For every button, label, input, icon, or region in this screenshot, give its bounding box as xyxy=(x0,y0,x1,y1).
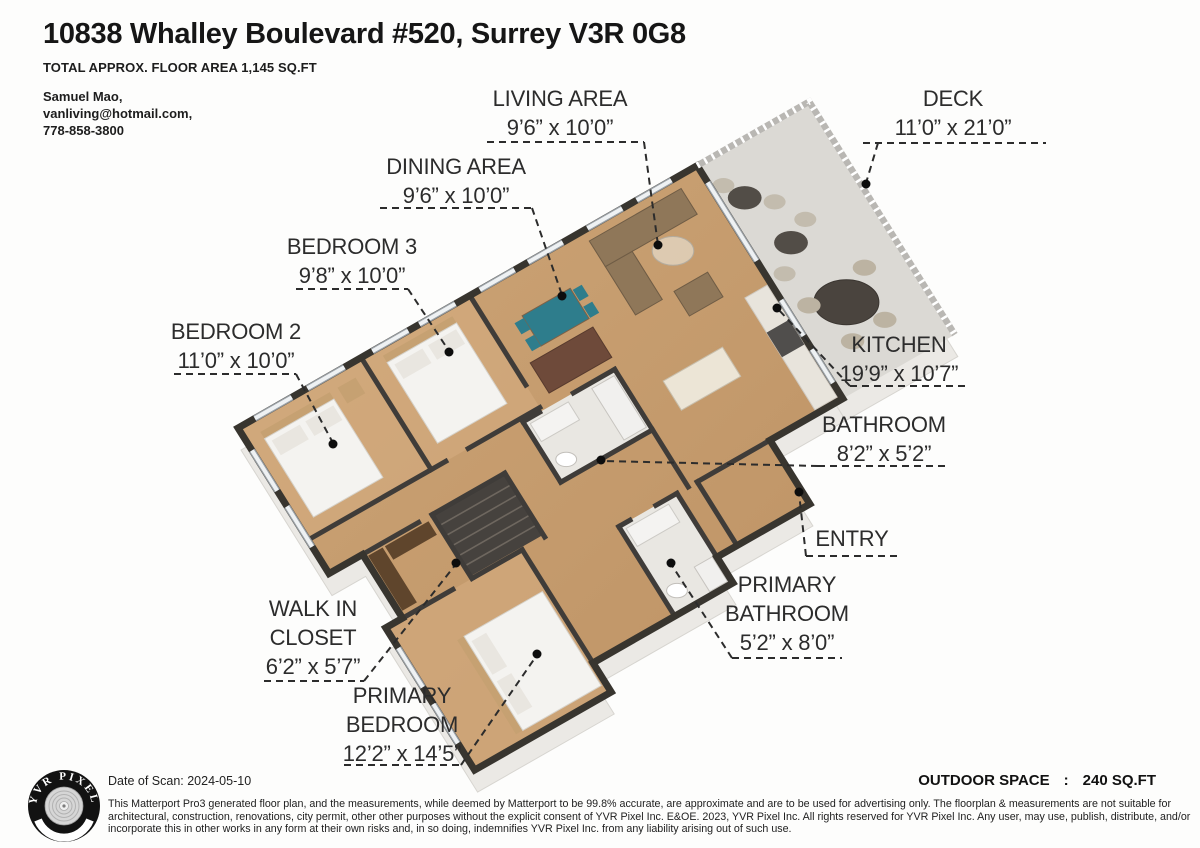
room-label-bedroom-3: BEDROOM 3 9’8” x 10’0” xyxy=(287,234,454,357)
outdoor-space-summary: OUTDOOR SPACE : 240 SQ.FT xyxy=(918,772,1156,789)
svg-text:KITCHEN: KITCHEN xyxy=(851,332,946,357)
svg-text:DECK: DECK xyxy=(923,86,984,111)
floor-area-note: TOTAL APPROX. FLOOR AREA 1,145 SQ.FT xyxy=(43,60,317,75)
logo-band xyxy=(34,818,94,842)
room-label-bathroom: BATHROOM 8’2” x 5’2” xyxy=(596,412,948,467)
svg-text:LIVING AREA: LIVING AREA xyxy=(493,86,628,111)
svg-text:WALK IN: WALK IN xyxy=(269,596,357,621)
page-title: 10838 Whalley Boulevard #520, Surrey V3R… xyxy=(43,18,686,50)
svg-text:11’0” x 10’0”: 11’0” x 10’0” xyxy=(178,348,295,373)
yvr-pixel-logo: YVR PIXEL xyxy=(27,770,100,842)
svg-text:PRIMARY: PRIMARY xyxy=(353,683,452,708)
agent-email: vanliving@hotmail.com, xyxy=(43,106,193,121)
svg-text:PRIMARY: PRIMARY xyxy=(738,572,837,597)
svg-text:BATHROOM: BATHROOM xyxy=(822,412,946,437)
room-label-entry: ENTRY xyxy=(794,487,898,557)
outdoor-space-separator: : xyxy=(1063,772,1069,789)
interior-walls xyxy=(304,292,774,667)
room-label-dining-area: DINING AREA 9’6” x 10’0” xyxy=(380,154,567,301)
outdoor-space-value: 240 SQ.FT xyxy=(1082,772,1156,789)
agent-contact: Samuel Mao, vanliving@hotmail.com, 778-8… xyxy=(43,88,686,139)
room-label-primary-bathroom: PRIMARY BATHROOM 5’2” x 8’0” xyxy=(666,558,849,659)
room-label-deck: DECK 11’0” x 21’0” xyxy=(861,86,1046,189)
agent-phone: 778-858-3800 xyxy=(43,123,124,138)
outdoor-space-label: OUTDOOR SPACE xyxy=(918,772,1050,789)
svg-text:ENTRY: ENTRY xyxy=(815,526,889,551)
svg-text:9’8” x 10’0”: 9’8” x 10’0” xyxy=(299,263,405,288)
windows xyxy=(249,177,836,745)
svg-text:CLOSET: CLOSET xyxy=(270,625,357,650)
room-label-primary-bedroom: PRIMARY BEDROOM 12’2” x 14’5” xyxy=(343,649,542,766)
svg-text:6’2” x 5’7”: 6’2” x 5’7” xyxy=(266,654,360,679)
exterior-walls xyxy=(233,160,848,775)
svg-text:BEDROOM 2: BEDROOM 2 xyxy=(171,319,301,344)
svg-text:DINING AREA: DINING AREA xyxy=(386,154,526,179)
disclaimer-text: This Matterport Pro3 generated floor pla… xyxy=(108,798,1191,836)
svg-text:9’6” x 10’0”: 9’6” x 10’0” xyxy=(403,183,509,208)
agent-name: Samuel Mao, xyxy=(43,89,123,104)
interior-floor xyxy=(238,165,843,771)
room-label-walk-in-closet: WALK IN CLOSET 6’2” x 5’7” xyxy=(264,558,461,682)
room-label-bedroom-2: BEDROOM 2 11’0” x 10’0” xyxy=(171,319,338,449)
svg-text:5’2” x 8’0”: 5’2” x 8’0” xyxy=(740,630,834,655)
title-block: 10838 Whalley Boulevard #520, Surrey V3R… xyxy=(43,18,686,139)
svg-text:11’0” x 21’0”: 11’0” x 21’0” xyxy=(895,115,1012,140)
room-label-living-area: LIVING AREA 9’6” x 10’0” xyxy=(487,86,663,250)
svg-text:BATHROOM: BATHROOM xyxy=(725,601,849,626)
svg-text:BEDROOM: BEDROOM xyxy=(346,712,458,737)
svg-text:9’6” x 10’0”: 9’6” x 10’0” xyxy=(507,115,613,140)
svg-text:8’2” x 5’2”: 8’2” x 5’2” xyxy=(837,441,931,466)
svg-text:BEDROOM 3: BEDROOM 3 xyxy=(287,234,417,259)
svg-text:12’2” x 14’5”: 12’2” x 14’5” xyxy=(343,741,461,766)
room-label-kitchen: KITCHEN 19’9” x 10’7” xyxy=(772,303,968,387)
scan-date: Date of Scan: 2024-05-10 xyxy=(108,774,252,788)
svg-text:19’9” x 10’7”: 19’9” x 10’7” xyxy=(840,361,958,386)
